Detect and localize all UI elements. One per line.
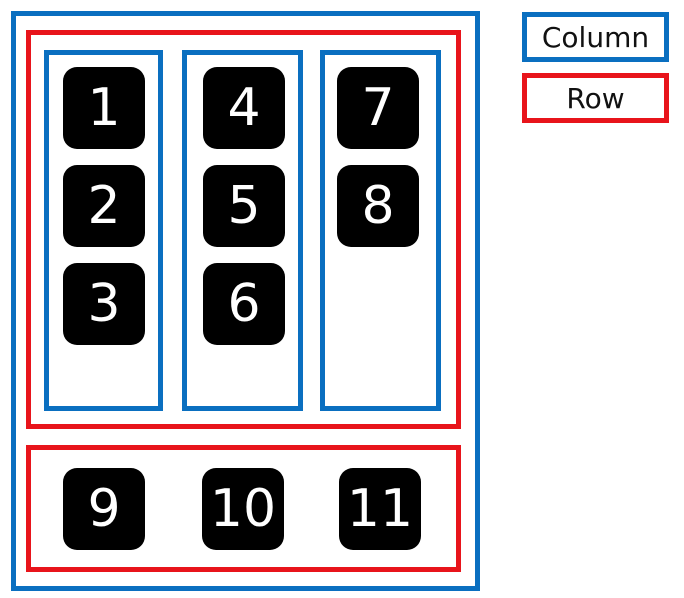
legend-column: Column [522,12,669,62]
tile-9: 9 [63,468,145,550]
inner-column-1 [44,50,163,411]
tile-2: 2 [63,165,145,247]
tile-6: 6 [203,263,285,345]
tile-7: 7 [337,67,419,149]
inner-column-3 [320,50,441,411]
inner-column-2 [182,50,303,411]
legend-row-label: Row [566,81,625,115]
tile-11: 11 [339,468,421,550]
bottom-row [26,445,461,572]
top-row [26,30,461,429]
tile-4: 4 [203,67,285,149]
legend-row: Row [522,73,669,123]
tile-8: 8 [337,165,419,247]
tile-5: 5 [203,165,285,247]
tile-1: 1 [63,67,145,149]
outer-column [11,11,480,591]
tile-3: 3 [63,263,145,345]
legend-column-label: Column [541,20,650,54]
tile-10: 10 [202,468,284,550]
